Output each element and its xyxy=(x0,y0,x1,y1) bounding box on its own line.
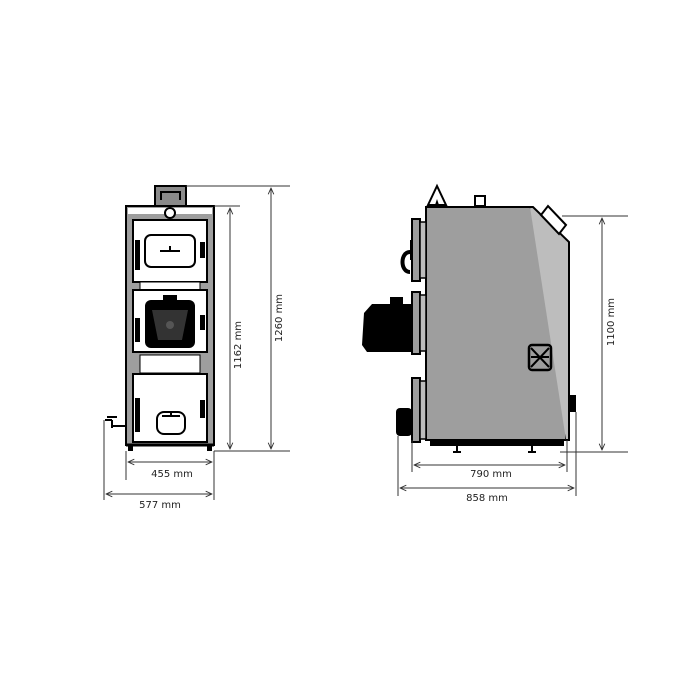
side-dimensions xyxy=(397,215,628,496)
burner-motor xyxy=(362,297,412,352)
side-depth-total-label: 858 mm xyxy=(466,493,508,504)
front-width-body-label: 455 mm xyxy=(151,469,193,480)
side-depth-body-label: 790 mm xyxy=(470,469,512,480)
side-height-label: 1100 mm xyxy=(606,298,617,346)
front-height-total-label: 1260 mm xyxy=(274,294,285,342)
drain-valve-icon xyxy=(105,416,126,428)
front-width-total-label: 577 mm xyxy=(139,500,181,511)
front-height-body-label: 1162 mm xyxy=(233,321,244,369)
door-handle-icon xyxy=(400,250,411,274)
fan-unit xyxy=(396,408,412,436)
thermometer-icon xyxy=(164,207,176,219)
flue-outlet xyxy=(154,185,187,207)
side-view xyxy=(362,183,576,453)
front-dimensions xyxy=(103,185,290,500)
front-view xyxy=(105,185,215,451)
